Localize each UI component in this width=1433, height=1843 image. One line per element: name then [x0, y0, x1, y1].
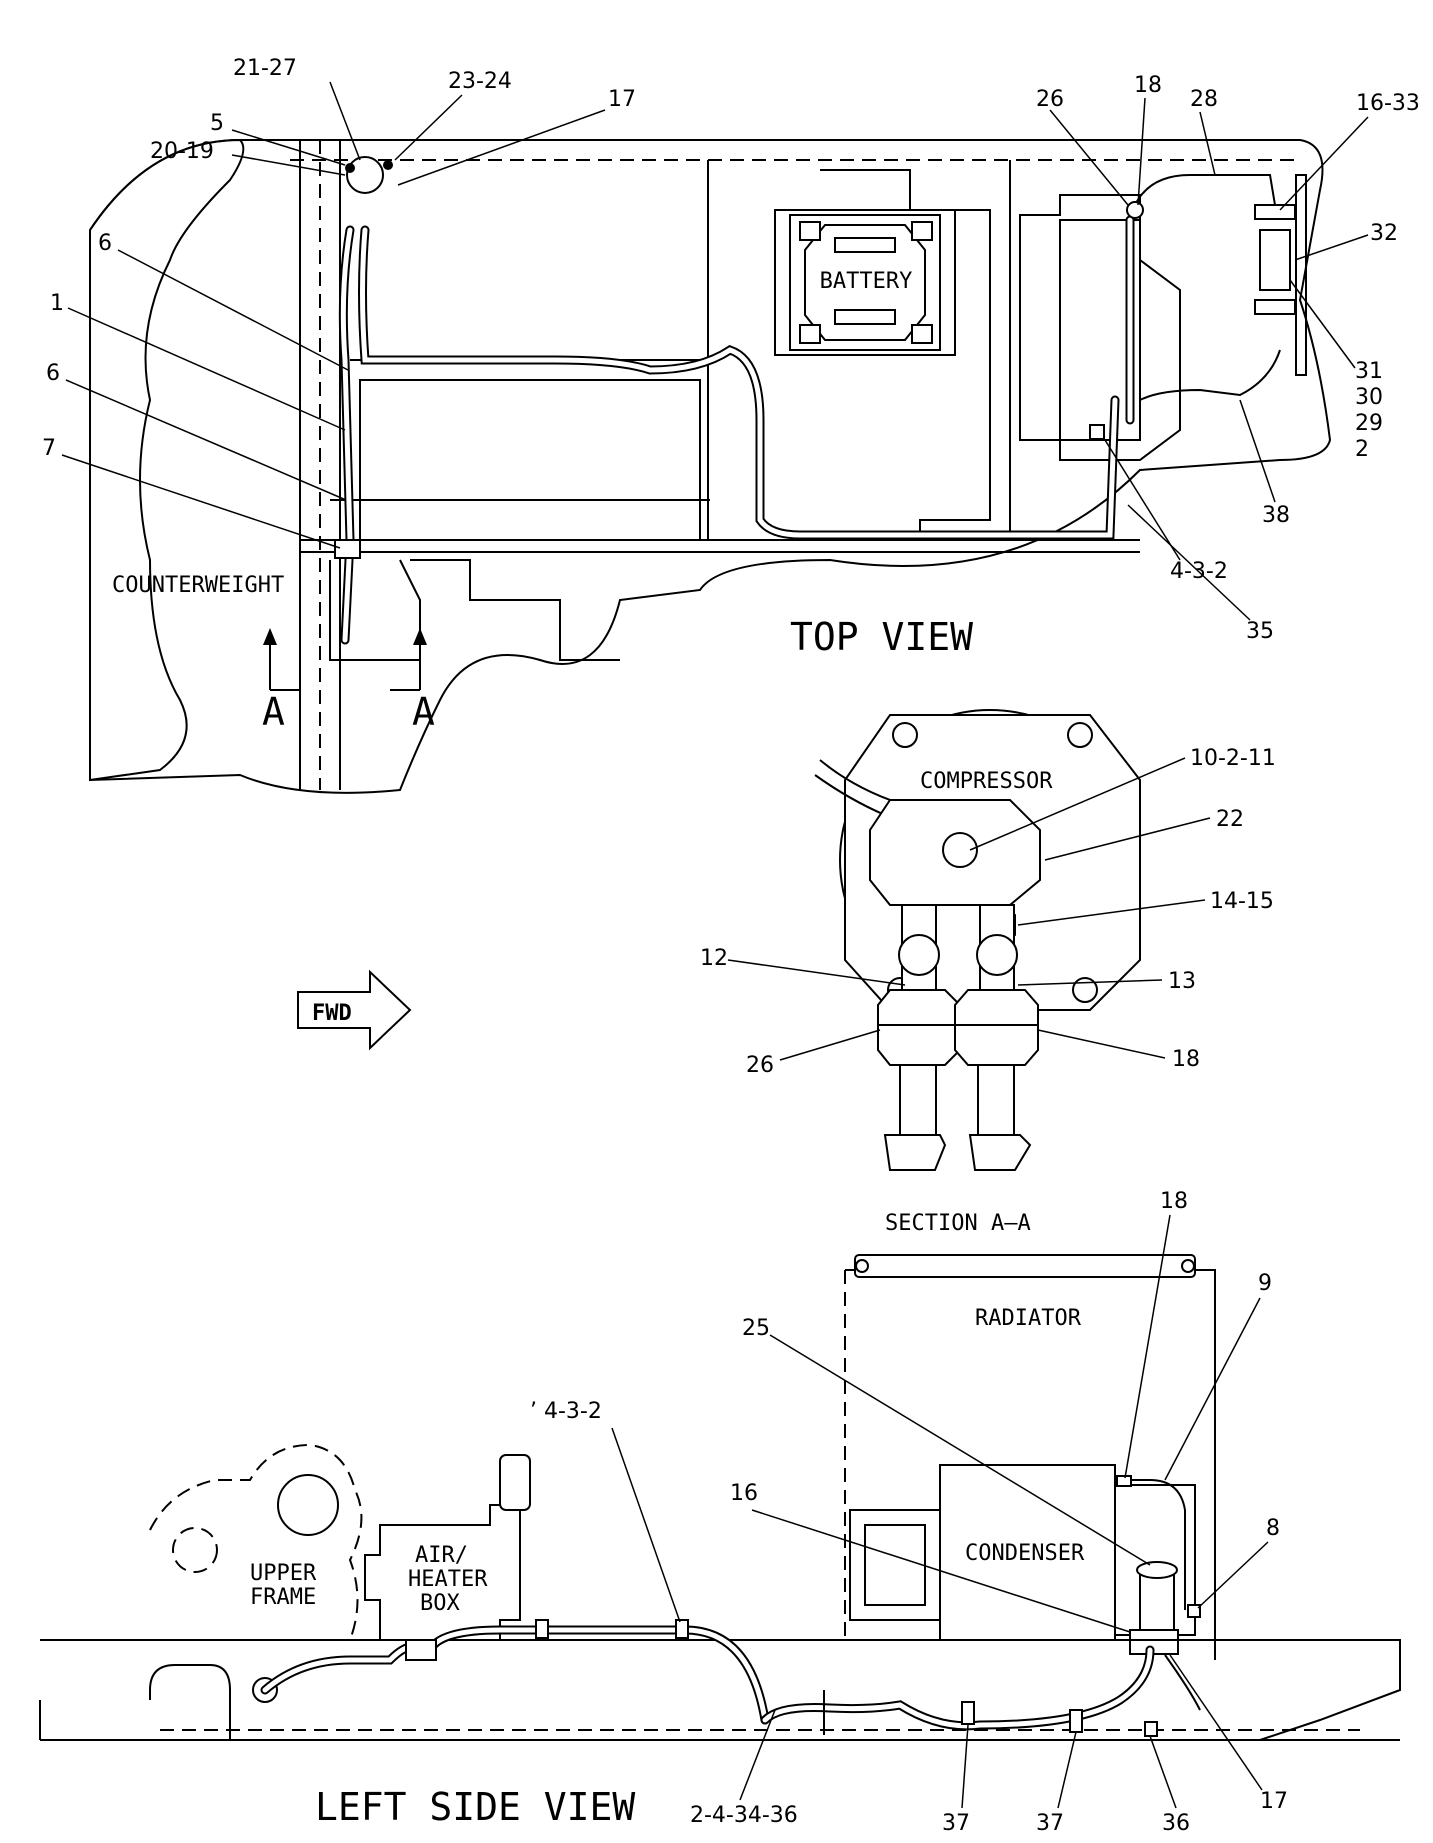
top-view: BATTERY A: [89, 138, 1332, 794]
callout-29: 29: [1355, 411, 1383, 436]
callout-13: 13: [1168, 969, 1196, 994]
top-view-callouts: 21-27 23-24 17 5 20-19 6 1 6 7 26 18 28 …: [42, 56, 1420, 644]
callout-7: 7: [42, 436, 56, 461]
callout-35: 35: [1246, 619, 1274, 644]
battery-label: BATTERY: [820, 269, 913, 294]
callout-26-top: 26: [1036, 87, 1064, 112]
fwd-label: FWD: [312, 1001, 352, 1026]
callout-36: 36: [1162, 1811, 1190, 1836]
section-marker-left: A: [262, 690, 285, 734]
callout-6-a: 6: [98, 231, 112, 256]
air-box-label-3: BOX: [420, 1591, 460, 1616]
callout-17-side: 17: [1260, 1789, 1288, 1814]
compressor-label: COMPRESSOR: [920, 769, 1053, 794]
callout-38: 38: [1262, 503, 1290, 528]
callout-37-a: 37: [942, 1811, 970, 1836]
callout-14-15: 14-15: [1210, 889, 1274, 914]
section-callouts: 10-2-11 22 14-15 12 13 26 18: [700, 746, 1276, 1078]
callout-2-top: 2: [1355, 437, 1369, 462]
left-side-view: RADIATOR CONDENSER UPPER FRAME AIR/ HEAT…: [39, 1254, 1401, 1829]
callout-10-2-11: 10-2-11: [1190, 746, 1276, 771]
callout-18-top: 18: [1134, 73, 1162, 98]
callout-5: 5: [210, 111, 224, 136]
radiator-label: RADIATOR: [975, 1306, 1082, 1331]
callout-26-section: 26: [746, 1053, 774, 1078]
callout-21-27: 21-27: [233, 56, 297, 81]
condenser-label: CONDENSER: [965, 1541, 1085, 1566]
receiver-dryer-top: [1254, 174, 1307, 376]
callout-2-4-34-36: 2-4-34-36: [690, 1803, 798, 1828]
callout-4-3-2-side: ’ 4-3-2: [530, 1399, 602, 1424]
section-a-a: COMPRESSOR SECTION A–A: [814, 709, 1141, 1236]
callout-1: 1: [50, 291, 64, 316]
air-box-label-1: AIR/: [415, 1543, 468, 1568]
callout-16-side: 16: [730, 1481, 758, 1506]
forward-arrow: FWD: [297, 969, 412, 1051]
callout-28: 28: [1190, 87, 1218, 112]
callout-22: 22: [1216, 807, 1244, 832]
callout-18-side: 18: [1160, 1189, 1188, 1214]
top-view-title: TOP VIEW: [790, 615, 973, 659]
callout-30: 30: [1355, 385, 1383, 410]
left-side-view-title: LEFT SIDE VIEW: [315, 1785, 635, 1829]
callout-20-19: 20-19: [150, 139, 214, 164]
callout-31: 31: [1355, 359, 1383, 384]
counterweight-label: COUNTERWEIGHT: [112, 573, 284, 598]
callout-32: 32: [1370, 221, 1398, 246]
callout-8: 8: [1266, 1516, 1280, 1541]
callout-18-section: 18: [1172, 1047, 1200, 1072]
air-box-label-2: HEATER: [408, 1567, 488, 1592]
callout-6-b: 6: [46, 361, 60, 386]
upper-frame-label-1: UPPER: [250, 1561, 317, 1586]
callout-16-33: 16-33: [1356, 91, 1420, 116]
section-marker-right: A: [412, 690, 435, 734]
callout-25: 25: [742, 1316, 770, 1341]
side-view-callouts: 18 9 25 8 ’ 4-3-2 16 2-4-34-36 37 37 36 …: [530, 1189, 1288, 1836]
callout-37-b: 37: [1036, 1811, 1064, 1836]
callout-12: 12: [700, 946, 728, 971]
section-title: SECTION A–A: [885, 1211, 1031, 1236]
callout-23-24: 23-24: [448, 69, 512, 94]
battery: BATTERY: [789, 214, 941, 351]
callout-17-top: 17: [608, 87, 636, 112]
callout-9: 9: [1258, 1271, 1272, 1296]
upper-frame-label-2: FRAME: [250, 1585, 316, 1610]
